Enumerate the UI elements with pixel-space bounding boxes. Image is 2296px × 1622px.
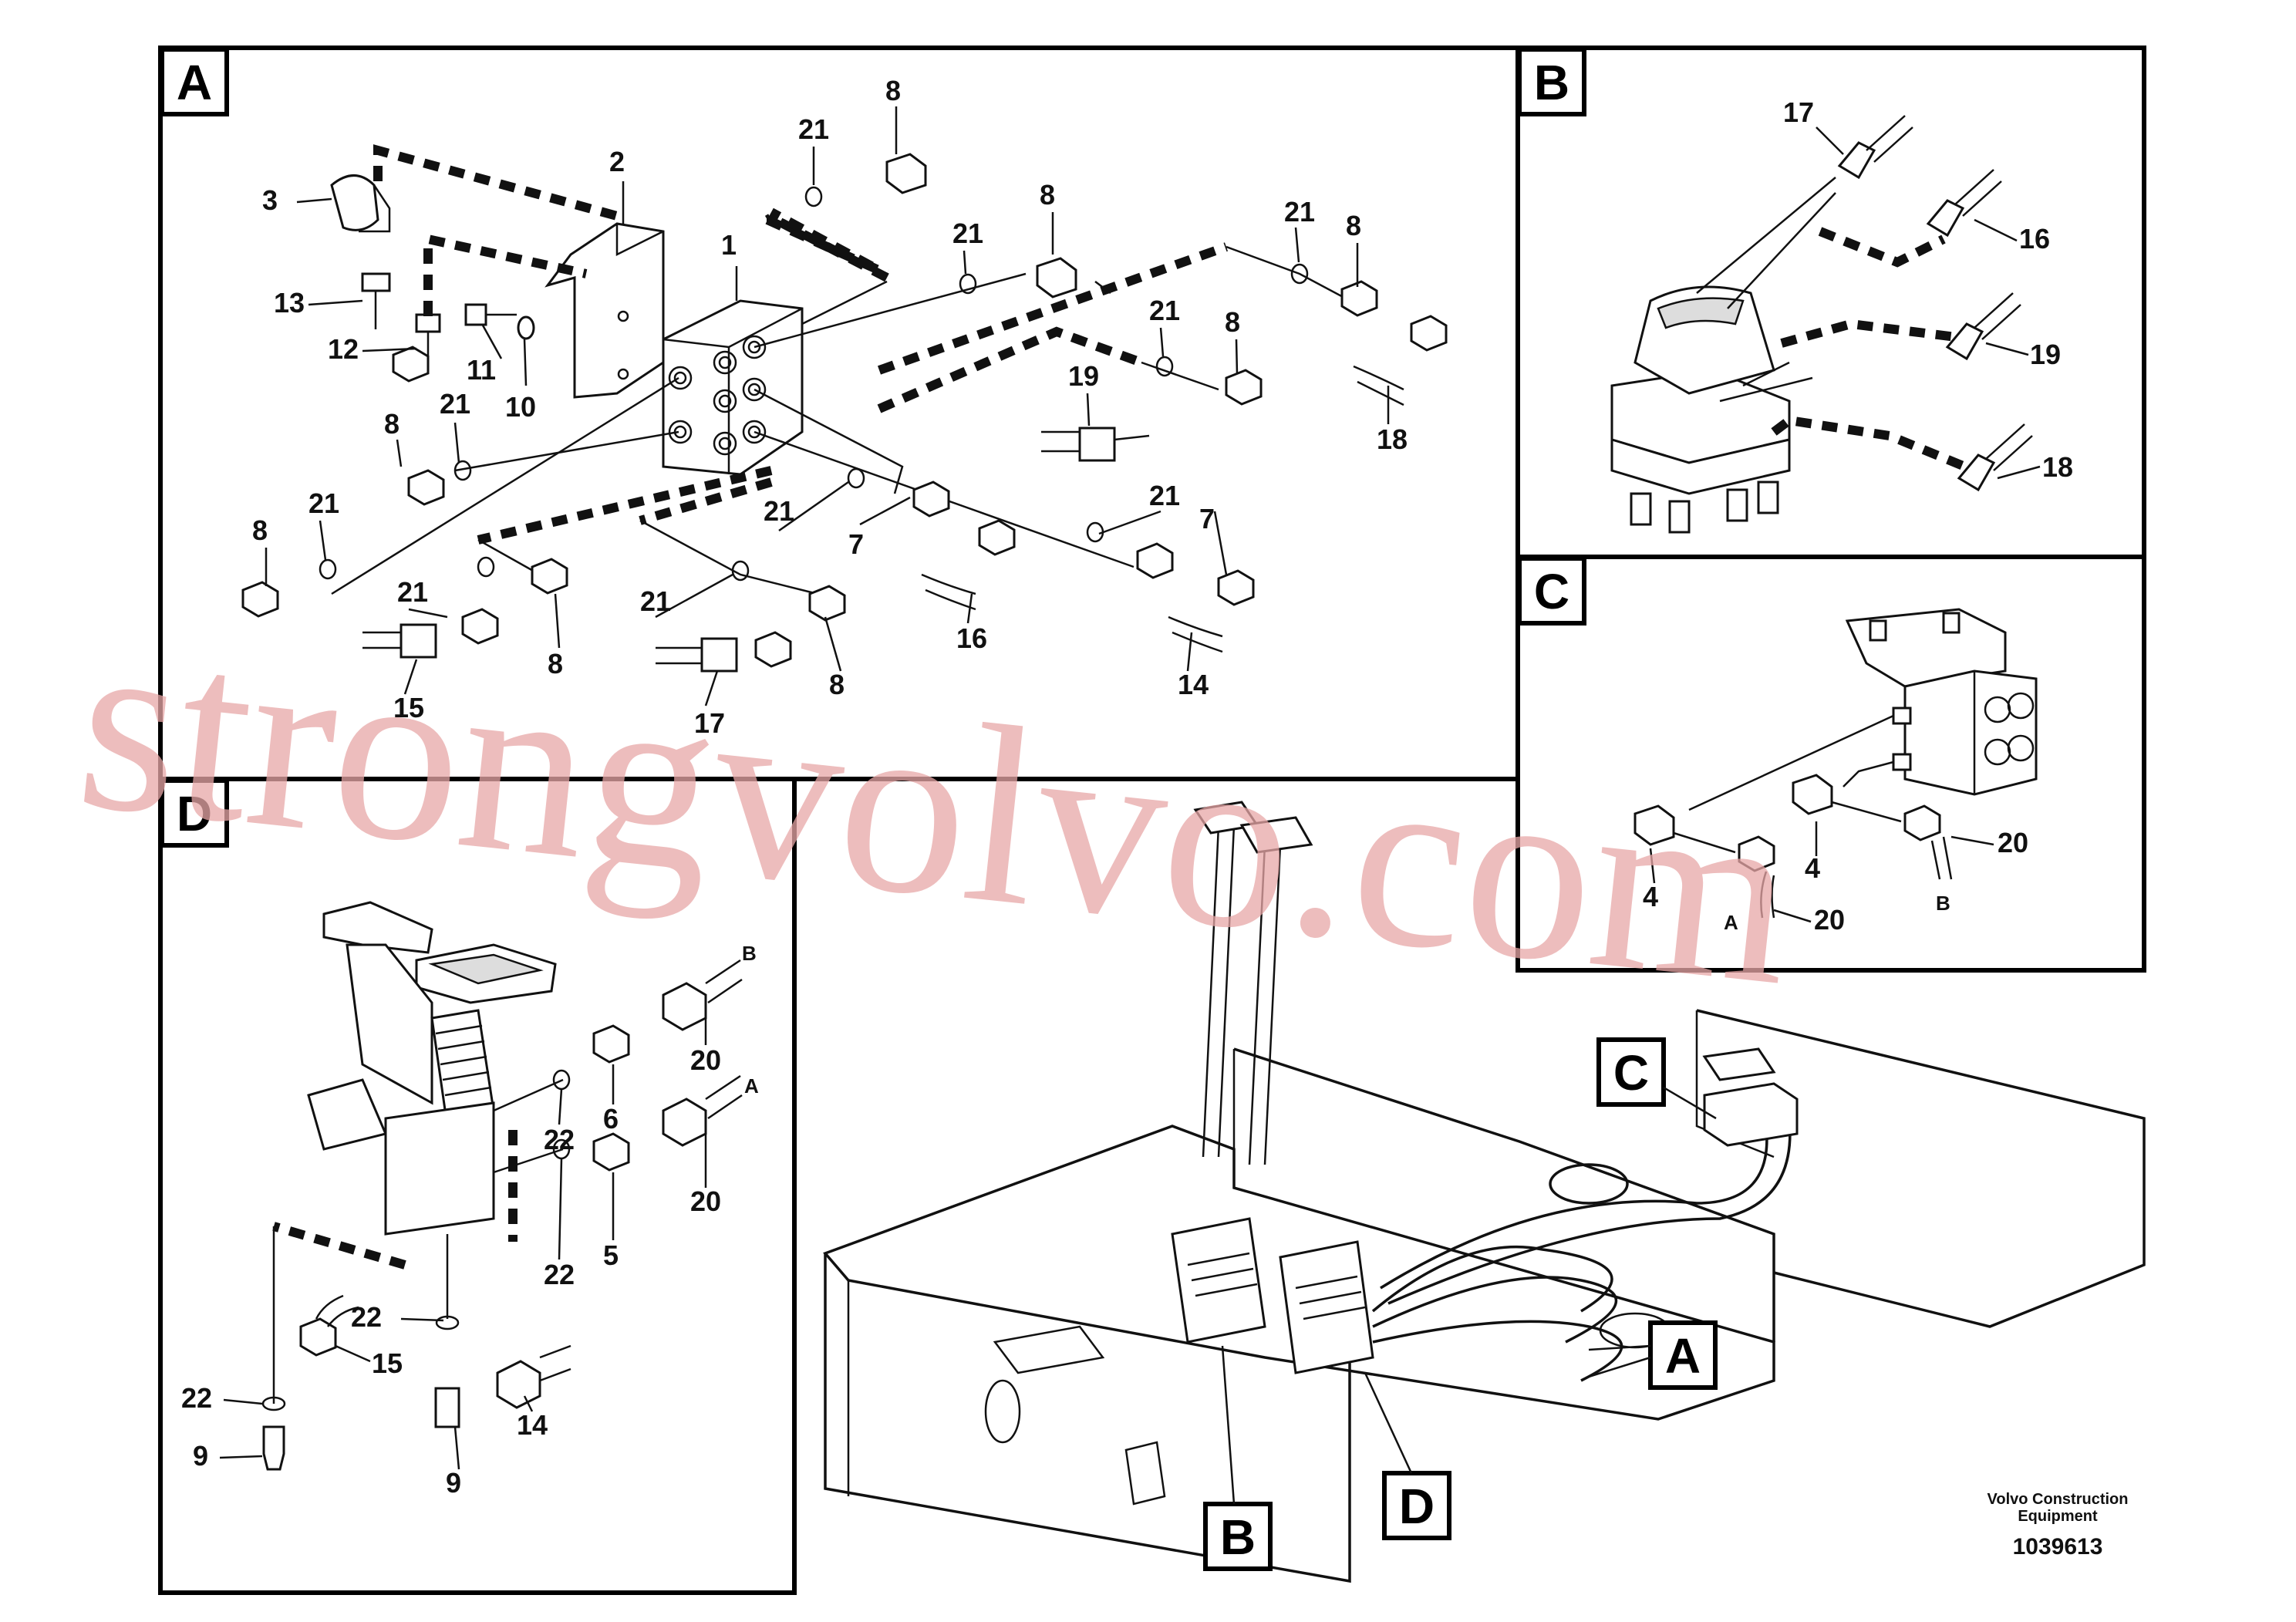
- svg-text:21: 21: [308, 487, 339, 519]
- svg-text:8: 8: [1040, 179, 1055, 211]
- svg-text:C: C: [1534, 564, 1569, 619]
- panel-c-label: C: [1517, 556, 1586, 626]
- panel-a-callouts: 1 2 3 13 12 11 10 8 21 8 21 21 8 8 21 21…: [252, 75, 1408, 739]
- svg-text:8: 8: [252, 514, 268, 546]
- panel-d-artwork: [261, 901, 743, 1471]
- svg-text:5: 5: [603, 1239, 619, 1271]
- panel-b-label: B: [1517, 47, 1586, 116]
- panel-c-callouts: 4 4 20 20 A B: [1643, 821, 2028, 936]
- svg-text:11: 11: [467, 354, 496, 386]
- svg-text:9: 9: [193, 1440, 208, 1472]
- svg-text:22: 22: [544, 1259, 575, 1290]
- svg-text:C: C: [1613, 1045, 1649, 1101]
- svg-text:17: 17: [1783, 96, 1814, 128]
- panel-d-label: D: [160, 778, 229, 848]
- svg-text:2: 2: [609, 146, 625, 177]
- svg-text:21: 21: [764, 495, 794, 527]
- panel-b-callouts: 17 16 19 18: [1783, 96, 2073, 483]
- footer: Volvo Construction Equipment 1039613: [1988, 1491, 2129, 1560]
- svg-text:22: 22: [544, 1124, 575, 1155]
- overview-callout-d: D: [1364, 1372, 1451, 1540]
- svg-text:21: 21: [397, 576, 428, 608]
- svg-text:A: A: [177, 55, 212, 110]
- svg-text:8: 8: [1225, 306, 1240, 338]
- svg-text:16: 16: [2019, 223, 2050, 255]
- svg-text:13: 13: [274, 287, 305, 319]
- svg-text:A: A: [744, 1074, 759, 1098]
- watermark: strongvolvo.com: [67, 579, 1805, 1039]
- svg-text:21: 21: [1149, 295, 1180, 326]
- svg-text:12: 12: [328, 333, 359, 365]
- machine-overview: [823, 801, 2146, 1583]
- svg-text:21: 21: [952, 218, 983, 249]
- svg-text:15: 15: [393, 692, 424, 723]
- svg-text:22: 22: [181, 1382, 212, 1414]
- svg-text:Equipment: Equipment: [2018, 1508, 2098, 1525]
- svg-text:4: 4: [1805, 852, 1820, 884]
- svg-text:20: 20: [1998, 827, 2028, 858]
- svg-text:19: 19: [2030, 339, 2061, 370]
- svg-text:15: 15: [372, 1347, 403, 1379]
- svg-text:B: B: [742, 942, 757, 965]
- svg-text:20: 20: [690, 1185, 721, 1217]
- svg-text:B: B: [1534, 55, 1569, 110]
- svg-text:8: 8: [548, 648, 563, 679]
- svg-text:4: 4: [1643, 881, 1658, 912]
- svg-text:D: D: [177, 786, 212, 841]
- svg-text:8: 8: [829, 669, 845, 700]
- svg-text:B: B: [1220, 1509, 1256, 1565]
- overview-callout-c: C: [1596, 1037, 1717, 1120]
- svg-text:20: 20: [1814, 904, 1845, 936]
- svg-text:8: 8: [885, 75, 901, 106]
- svg-text:22: 22: [351, 1301, 382, 1333]
- svg-text:21: 21: [1284, 196, 1315, 228]
- svg-text:A: A: [1665, 1328, 1701, 1384]
- svg-text:17: 17: [694, 707, 725, 739]
- panel-c-frame: [1515, 555, 2146, 973]
- svg-text:8: 8: [384, 408, 400, 440]
- svg-text:6: 6: [603, 1103, 619, 1135]
- svg-text:19: 19: [1068, 360, 1099, 392]
- svg-text:21: 21: [440, 388, 470, 420]
- panel-b-artwork: [1610, 115, 2033, 534]
- svg-text:16: 16: [956, 622, 987, 654]
- panel-d-callouts: B 20 6 22 A 20 5 22 22 15 22 9 14 9: [181, 942, 759, 1499]
- panel-a-label: A: [160, 47, 229, 116]
- svg-text:B: B: [1936, 892, 1950, 915]
- panel-c-artwork: [1633, 608, 2038, 919]
- svg-text:18: 18: [1377, 423, 1408, 455]
- svg-text:14: 14: [517, 1409, 548, 1441]
- overview-callout-a: A: [1588, 1320, 1718, 1390]
- svg-text:1: 1: [721, 229, 737, 261]
- panel-d-frame: [158, 777, 797, 1595]
- panel-a-artwork: [241, 144, 1448, 673]
- svg-text:21: 21: [1149, 480, 1180, 511]
- svg-text:18: 18: [2042, 451, 2073, 483]
- svg-text:D: D: [1399, 1479, 1435, 1534]
- svg-text:3: 3: [262, 184, 278, 216]
- svg-text:14: 14: [1178, 669, 1209, 700]
- svg-text:1039613: 1039613: [2013, 1534, 2103, 1560]
- svg-text:7: 7: [1199, 503, 1215, 534]
- svg-text:9: 9: [446, 1467, 461, 1499]
- svg-text:10: 10: [505, 391, 536, 423]
- svg-text:21: 21: [640, 585, 671, 617]
- svg-text:21: 21: [798, 113, 829, 145]
- svg-text:8: 8: [1346, 210, 1361, 241]
- svg-text:7: 7: [848, 528, 864, 560]
- svg-text:Volvo Construction: Volvo Construction: [1988, 1491, 2129, 1508]
- svg-text:A: A: [1724, 911, 1738, 934]
- overview-callout-b: B: [1203, 1345, 1273, 1571]
- svg-text:20: 20: [690, 1044, 721, 1076]
